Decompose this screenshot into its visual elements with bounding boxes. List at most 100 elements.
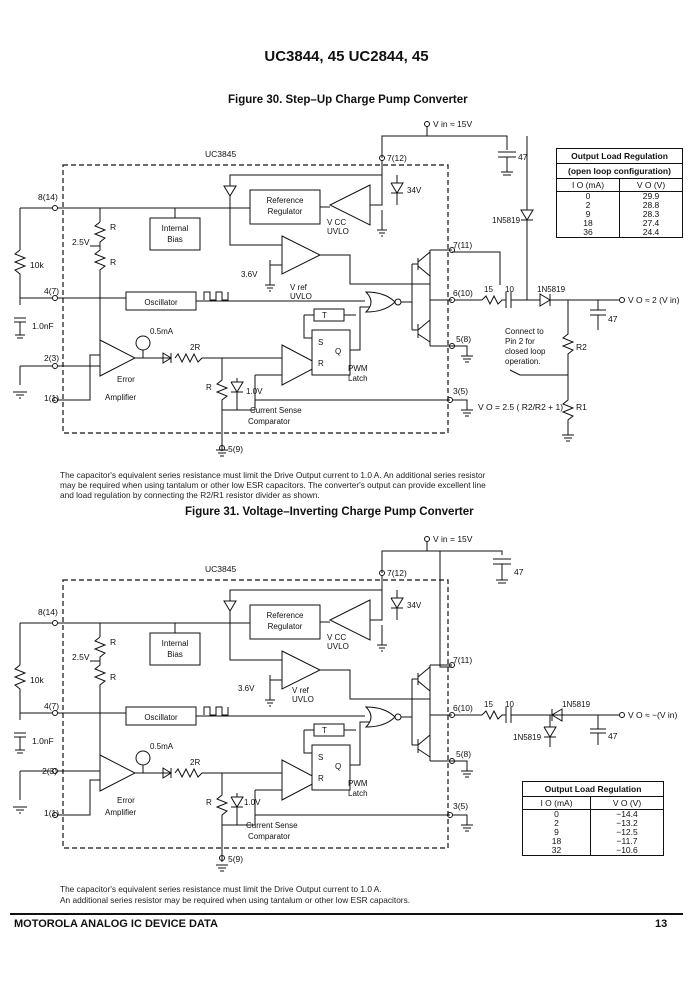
cap-47-b: 47 (608, 731, 618, 741)
pin-5-9: 5(9) (228, 444, 243, 454)
cell: 36 (557, 228, 620, 237)
latch-s: S (318, 338, 323, 347)
cell: −12.5 (616, 827, 638, 837)
internal-bias-block-2 (149, 632, 201, 666)
pin2-3-5: 3(5) (453, 801, 468, 811)
zener2-34v: 34V (407, 601, 422, 610)
col2-vo: V O (V) (590, 797, 663, 810)
cell: 27.4 (642, 218, 660, 228)
i05-label: 0.5mA (150, 327, 174, 336)
cell: 29.9 (642, 191, 660, 201)
bias-1: Internal (162, 224, 189, 233)
cell: −10.6 (616, 845, 638, 855)
pin2-6-10: 6(10) (453, 703, 473, 713)
bias2-2: Bias (167, 650, 183, 659)
table-title-1: Output Load Regulation (557, 149, 682, 164)
pin-4-7: 4(7) (44, 286, 59, 296)
diode-label-a: 1N5819 (492, 216, 521, 225)
cell: −14.4 (616, 809, 638, 819)
cap2-1nf: 1.0nF (32, 736, 54, 746)
res-r2: R (110, 257, 116, 267)
table2-title: Output Load Regulation (523, 782, 663, 797)
pin2-4-7: 4(7) (44, 701, 59, 711)
ic-boundary (62, 164, 449, 434)
latch-q: Q (335, 347, 341, 356)
figure-31-schematic: UC3845 V in = 15V 7(12) 47 Reference Reg… (13, 534, 677, 872)
connect-2: Pin 2 for (505, 337, 535, 346)
cell: −13.2 (616, 818, 638, 828)
diode-label-b: 1N5819 (537, 285, 566, 294)
figure-31-title: Figure 31. Voltage–Inverting Charge Pump… (185, 506, 474, 518)
vin-label: V in ≈ 15V (433, 119, 472, 129)
cap-47b: 47 (608, 314, 618, 324)
vref2-2: UVLO (292, 695, 314, 704)
vcc-uvlo-1: V CC (327, 218, 346, 227)
cs2-1: Current Sense (246, 821, 298, 830)
figure-30-title: Figure 30. Step–Up Charge Pump Converter (228, 94, 468, 106)
zener-34v: 34V (407, 186, 422, 195)
ic-label: UC3845 (205, 149, 236, 159)
pwm-latch-block-2 (311, 744, 351, 791)
res-r1: R1 (576, 402, 587, 412)
osc2-label: Oscillator (144, 713, 178, 722)
pin-6-10: 6(10) (453, 288, 473, 298)
vo-label: V O ≈ 2 (V in) (628, 295, 680, 305)
ic-label-2: UC3845 (205, 564, 236, 574)
latch2-s: S (318, 753, 323, 762)
cs-1: Current Sense (250, 406, 302, 415)
t-flipflop (313, 308, 345, 322)
v25-label: 2.5V (72, 237, 90, 247)
footer-rule (10, 913, 683, 915)
table-row: 0 −14.4 (523, 809, 663, 819)
pwm2-1: PWM (348, 779, 368, 788)
ea-2: Amplifier (105, 393, 136, 402)
table-row: 18 27.4 (557, 219, 682, 228)
table-row: 18−11.7 (523, 837, 663, 846)
vref-uvlo-2: UVLO (290, 292, 312, 301)
vcc2-1: V CC (327, 633, 346, 642)
cap-47-label: 47 (518, 152, 528, 162)
pin-8-14: 8(14) (38, 192, 58, 202)
pin2-8-14: 8(14) (38, 607, 58, 617)
cell: 0 (557, 191, 620, 201)
vcc-uvlo-2: UVLO (327, 227, 349, 236)
pin-7-11: 7(11) (453, 240, 472, 250)
cell: 2 (523, 819, 591, 828)
ea2-2: Amplifier (105, 808, 136, 817)
cell: 28.8 (642, 200, 660, 210)
pin-2-3: 2(3) (44, 353, 59, 363)
bias2-1: Internal (162, 639, 189, 648)
cell: 28.3 (642, 209, 660, 219)
pin2-7-11: 7(11) (453, 655, 472, 665)
res-r3: R (206, 383, 212, 392)
ref2-2: Regulator (268, 622, 303, 631)
pin2-1-1: 1(1) (44, 808, 59, 818)
ref-reg-line2: Regulator (268, 207, 303, 216)
cell: 9 (557, 210, 620, 219)
cell: 18 (557, 219, 620, 228)
latch2-q: Q (335, 762, 341, 771)
vcc2-2: UVLO (327, 642, 349, 651)
col-io: I O (mA) (557, 179, 620, 192)
cap2-10: 10 (505, 700, 514, 709)
cell: 18 (523, 837, 591, 846)
pin-5-8: 5(8) (456, 334, 471, 344)
vin-label-2: V in = 15V (433, 534, 473, 544)
cell: 0 (523, 809, 591, 819)
page-header: UC3844, 45 UC2844, 45 (264, 48, 429, 65)
tff2-t: T (322, 726, 327, 735)
fig31-load-table: Output Load Regulation I O (mA)V O (V) 0… (522, 781, 664, 856)
table-row: 2 −13.2 (523, 819, 663, 828)
res2-r1: R (110, 637, 116, 647)
cell: 9 (523, 828, 591, 837)
diode2-label-a: 1N5819 (562, 700, 591, 709)
vo2-label: V O ≈ −(V in) (628, 710, 677, 720)
internal-bias-block (149, 217, 201, 251)
res2-10k: 10k (30, 675, 44, 685)
pin-1-1: 1(1) (44, 393, 59, 403)
cell: 24.4 (642, 227, 660, 237)
latch2-r: R (318, 774, 324, 783)
col-vo: V O (V) (619, 179, 682, 192)
res-r1: R (110, 222, 116, 232)
